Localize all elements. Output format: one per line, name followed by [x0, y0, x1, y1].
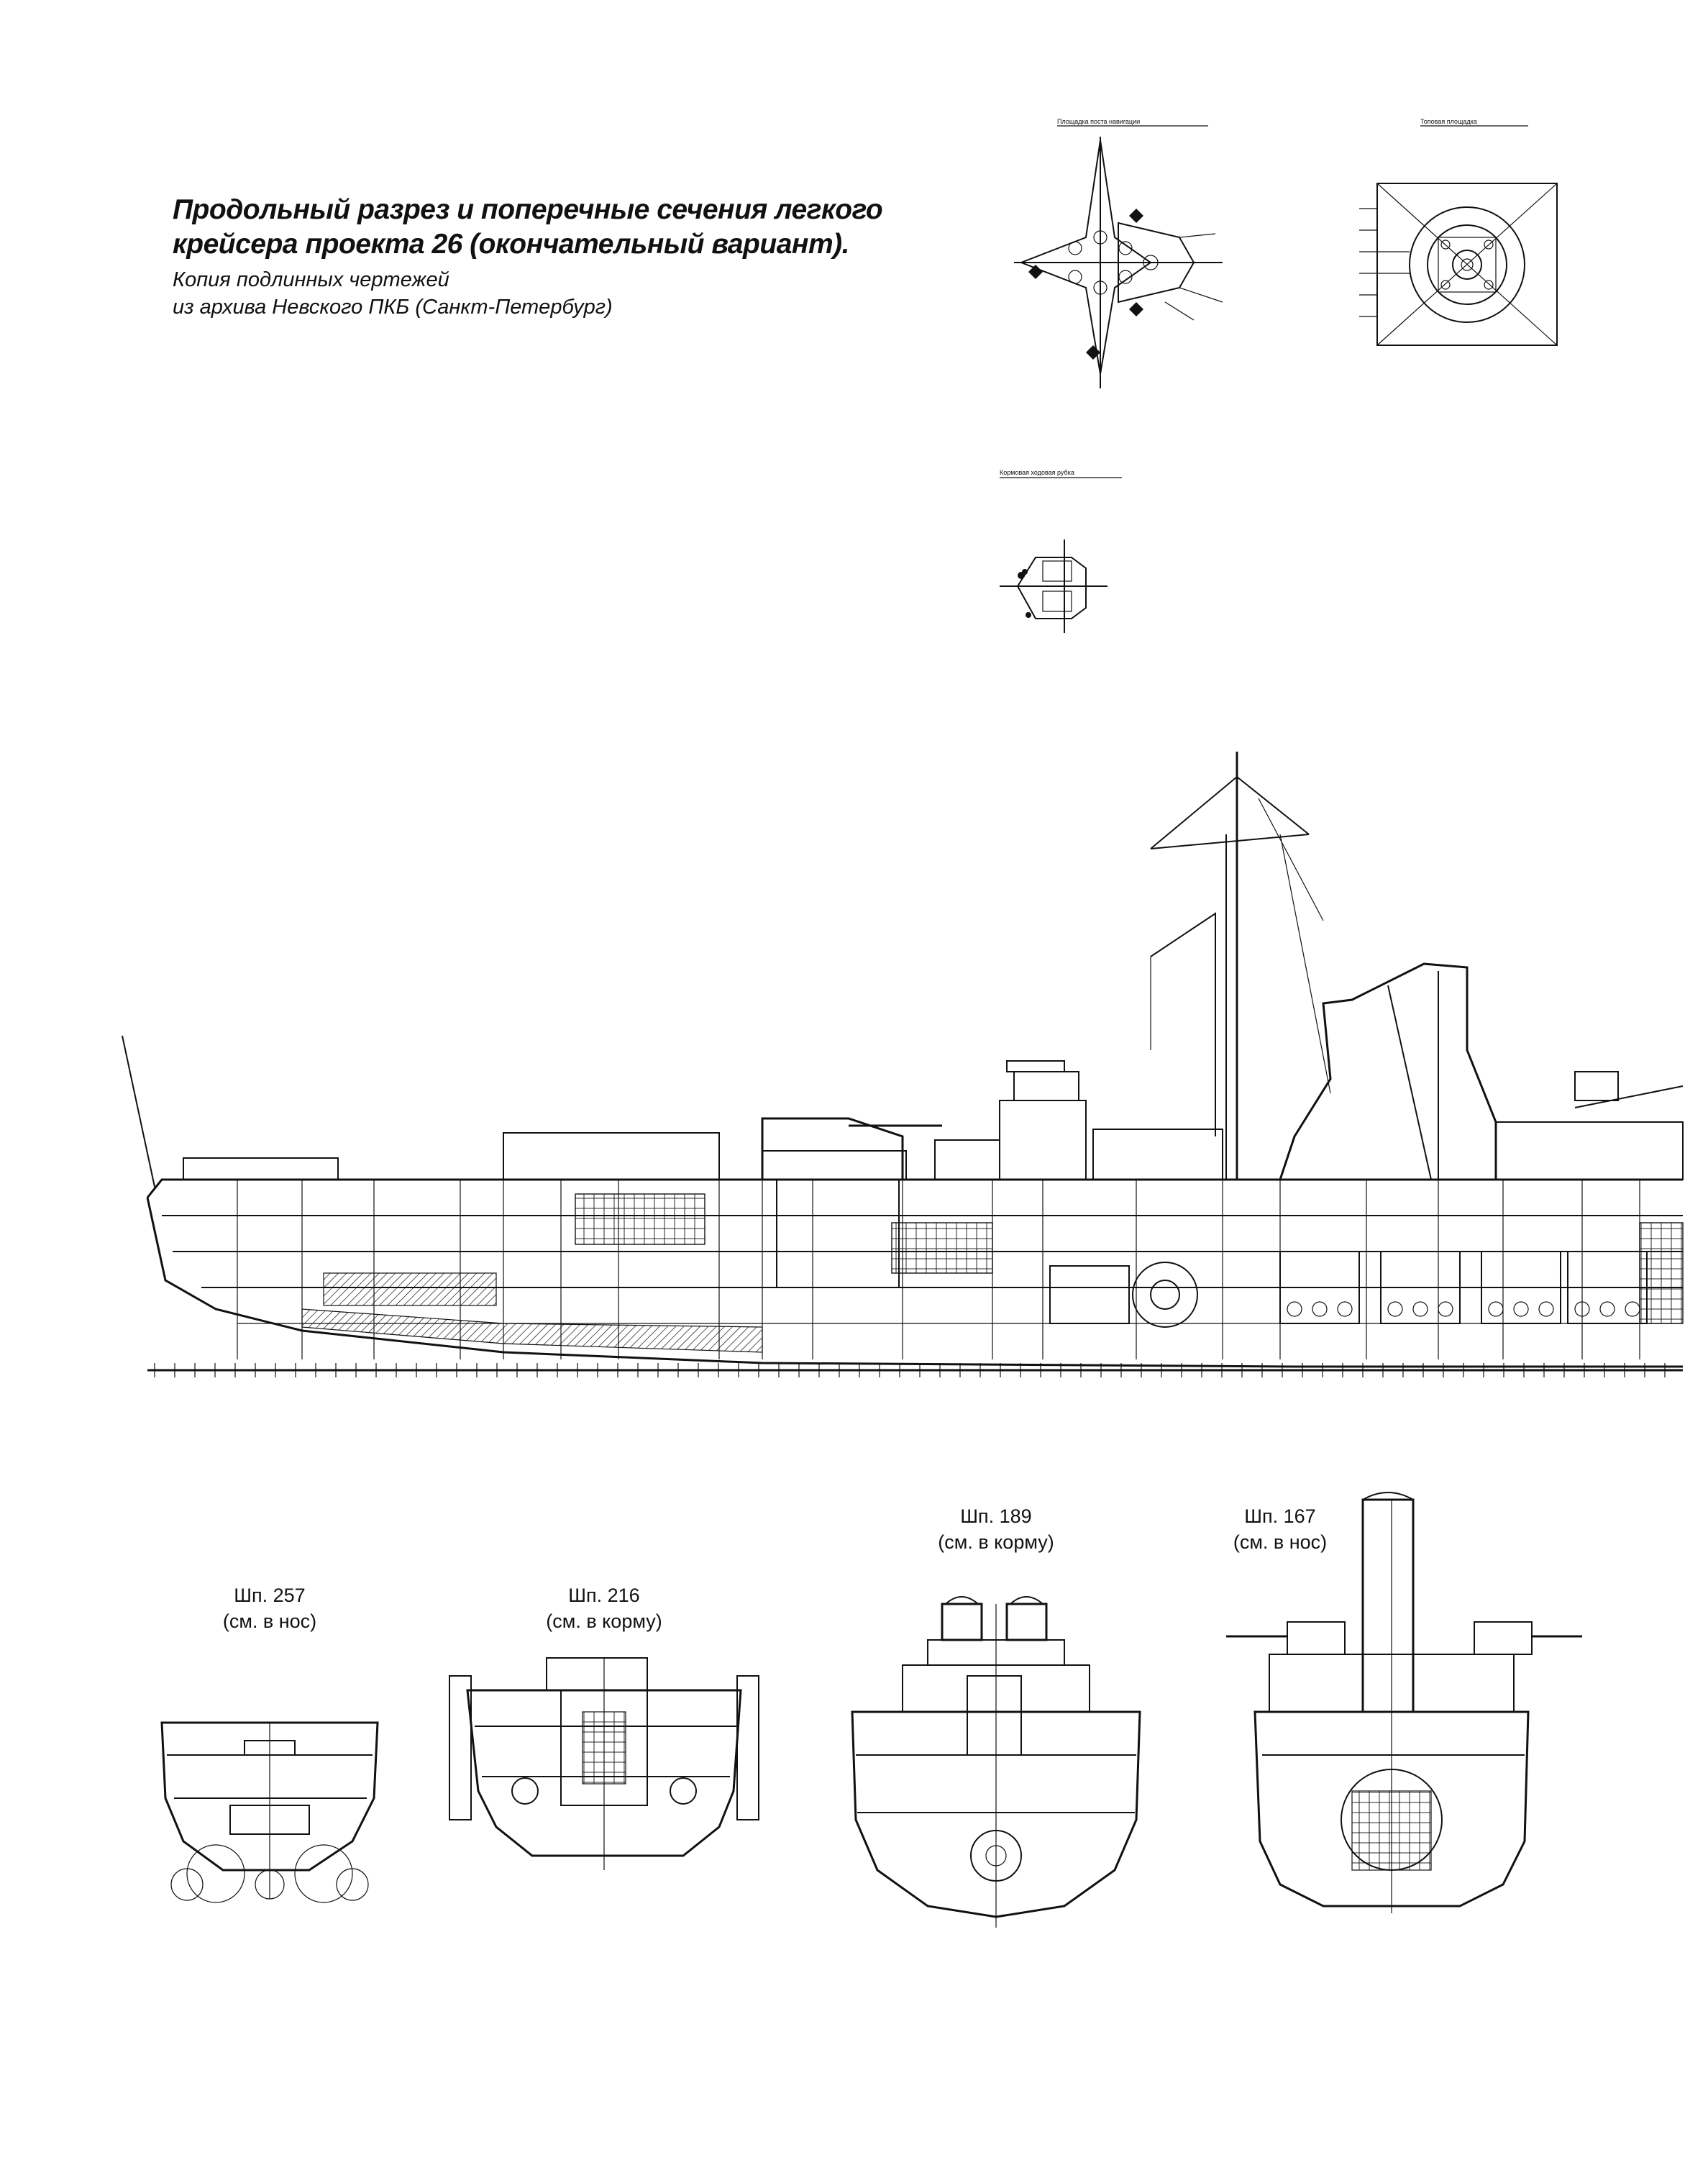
boiler [1380, 1251, 1461, 1324]
funnel [1278, 962, 1497, 1181]
conning-tower-label: Кормовая ходовая рубка [1000, 469, 1074, 476]
bow-compartment-hatch [323, 1272, 497, 1306]
mast-yard [1150, 834, 1310, 849]
cross-section-167 [1226, 1492, 1582, 1913]
navigation-post-label: Площадка поста навигации [1057, 118, 1140, 125]
top-platform-plan: Топовая площадка [1359, 118, 1558, 346]
boiler [1481, 1251, 1561, 1324]
conning-tower-plan: Кормовая ходовая рубка [1000, 469, 1122, 633]
boiler-burner [1287, 1301, 1302, 1317]
turbine-hub [1150, 1280, 1180, 1310]
boiler-burner [1438, 1301, 1453, 1317]
boiler-burner [1387, 1301, 1403, 1317]
section-direction-216: (см. в корму) [546, 1610, 662, 1632]
navigation-bridge [1013, 1071, 1079, 1101]
navigation-post-plan: Площадка поста навигации [1014, 118, 1223, 388]
cross-section-257 [160, 1721, 379, 1903]
boiler-burner [1513, 1301, 1529, 1317]
section-direction-189: (см. в корму) [938, 1531, 1054, 1553]
boiler-burner [1538, 1301, 1554, 1317]
frame-ticks [154, 1363, 1666, 1377]
caption-subtitle-line-1: Копия подлинных чертежей [173, 268, 449, 291]
caption-block: Продольный разрез и поперечные сечения л… [173, 193, 992, 321]
compartment-grid-3 [1639, 1222, 1684, 1324]
hull-bottom-line [146, 1197, 1683, 1368]
turret-no3 [934, 1139, 1000, 1180]
gun-turret-no2 [761, 1117, 904, 1181]
superstructure-block-1 [503, 1132, 720, 1180]
section-label-189: Шп. 189 (см. в корму) [888, 1503, 1104, 1555]
double-bottom-hatch [301, 1308, 763, 1353]
cross-section-216 [449, 1657, 759, 1870]
aft-bridge-block [1092, 1129, 1223, 1180]
longitudinal-section [122, 752, 1684, 1377]
upper-deck-line [146, 1178, 1683, 1198]
boiler-burner [1574, 1301, 1590, 1317]
turbine-wheel [1132, 1262, 1198, 1328]
turret-barbette-no2 [776, 1179, 900, 1288]
mast-stay-2 [1236, 776, 1310, 835]
boiler-burner [1599, 1301, 1615, 1317]
section-label-216: Шп. 216 (см. в корму) [496, 1582, 712, 1634]
boiler-burner [1488, 1301, 1504, 1317]
section-frame-167: Шп. 167 [1244, 1505, 1316, 1527]
caption-subtitle-line-2: из архива Невского ПКБ (Санкт-Петербург) [173, 296, 613, 319]
boiler-burner [1337, 1301, 1353, 1317]
compartment-grid-1 [575, 1193, 705, 1245]
mast-stay-1 [1150, 776, 1238, 849]
top-platform-label: Топовая площадка [1420, 118, 1477, 125]
section-frame-257: Шп. 257 [234, 1585, 306, 1606]
seaplane-fuselage [1574, 1071, 1619, 1101]
boiler-rooms [1279, 1251, 1648, 1324]
section-frame-216: Шп. 216 [568, 1585, 640, 1606]
boat-crane [1150, 912, 1216, 1136]
bridge-roof [1006, 1060, 1065, 1072]
seaplane-wing [1574, 1085, 1684, 1108]
section-direction-167: (см. в нос) [1233, 1531, 1328, 1553]
bow-jackstaff [122, 1035, 155, 1188]
section-label-167: Шп. 167 (см. в нос) [1172, 1503, 1388, 1555]
forecastle-structure [183, 1157, 339, 1180]
aerial-wire [1258, 798, 1324, 921]
aft-superstructure [1495, 1121, 1684, 1180]
boiler-burner [1412, 1301, 1428, 1317]
cross-section-189 [851, 1596, 1141, 1928]
funnel-uptake-1 [1387, 985, 1432, 1180]
section-frame-189: Шп. 189 [960, 1505, 1032, 1527]
boiler [1279, 1251, 1360, 1324]
boiler-burner [1312, 1301, 1328, 1317]
superstructure-block-2 [762, 1150, 907, 1180]
section-label-257: Шп. 257 (см. в нос) [162, 1582, 378, 1634]
caption-title-line-1: Продольный разрез и поперечные сечения л… [173, 194, 883, 225]
aerial-wire-2 [1279, 834, 1331, 1094]
turbine-casing [1049, 1265, 1130, 1324]
bridge-structure [999, 1100, 1087, 1180]
boiler-burner [1625, 1301, 1640, 1317]
caption-title-line-2: крейсера проекта 26 (окончательный вариа… [173, 229, 849, 260]
section-direction-257: (см. в нос) [222, 1610, 317, 1632]
compartment-grid-2 [891, 1222, 993, 1274]
